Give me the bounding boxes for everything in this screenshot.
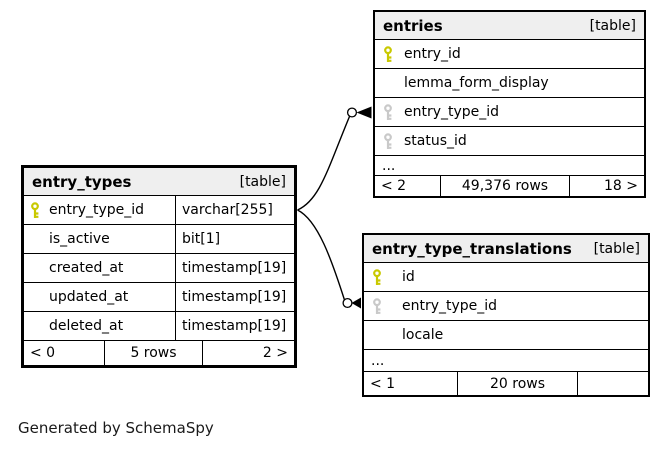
column-name: created_at — [49, 260, 124, 276]
column-name-cell: status_id — [375, 127, 467, 155]
column-name-cell: entry_type_id — [364, 292, 497, 320]
column-name-cell: deleted_at — [24, 312, 175, 340]
table-name[interactable]: entry_type_translations — [372, 239, 572, 258]
column-name: entry_type_id — [402, 298, 498, 314]
related-from-count: < 0 — [30, 345, 56, 361]
table-header: entries [table] — [375, 12, 644, 40]
related-to-count — [578, 372, 648, 395]
related-to-count: 2 > — [262, 345, 288, 361]
column-name-cell: entry_id — [375, 40, 461, 68]
more-columns-ellipsis: ... — [364, 350, 648, 372]
column-name-cell: entry_type_id — [375, 98, 499, 126]
column-row-locale[interactable]: locale — [364, 321, 648, 350]
table-entry-types[interactable]: entry_types [table] entry_type_id varcha… — [21, 165, 297, 368]
column-row-deleted-at[interactable]: deleted_at timestamp[19] — [24, 312, 294, 341]
table-header: entry_types [table] — [24, 168, 294, 196]
column-name: status_id — [404, 133, 467, 149]
column-row-is-active[interactable]: is_active bit[1] — [24, 225, 294, 254]
table-type-badge: [table] — [593, 240, 640, 257]
fk-connector-entries — [297, 106, 372, 211]
column-name-cell: lemma_form_display — [375, 69, 549, 97]
related-to-count: 18 > — [604, 178, 638, 194]
column-name: updated_at — [49, 289, 129, 305]
column-name: is_active — [49, 231, 110, 247]
column-row-entry-id[interactable]: entry_id — [375, 40, 644, 69]
zero-or-one-circle-icon — [346, 107, 358, 118]
more-columns-ellipsis: ... — [375, 156, 644, 176]
column-name: entry_type_id — [404, 104, 500, 120]
column-row-id[interactable]: id — [364, 263, 648, 292]
column-type: timestamp[19] — [175, 254, 294, 282]
table-entry-type-translations[interactable]: entry_type_translations [table] id entry… — [362, 233, 650, 397]
table-footer: < 1 20 rows — [364, 372, 648, 395]
table-footer: < 0 5 rows 2 > — [24, 341, 294, 365]
column-type: timestamp[19] — [175, 283, 294, 311]
row-count: 49,376 rows — [440, 176, 570, 196]
arrowhead-icon — [351, 297, 361, 309]
fk-connector-entry-type-translations — [297, 209, 361, 309]
column-type: timestamp[19] — [175, 312, 294, 340]
column-row-updated-at[interactable]: updated_at timestamp[19] — [24, 283, 294, 312]
column-name-cell: is_active — [24, 225, 175, 253]
column-name-cell: locale — [364, 321, 443, 349]
zero-or-one-circle-icon — [342, 297, 353, 309]
column-name: id — [402, 269, 415, 285]
column-name: entry_id — [404, 46, 461, 62]
primary-key-icon — [383, 45, 399, 63]
column-row-status-id[interactable]: status_id — [375, 127, 644, 156]
foreign-key-icon — [383, 103, 399, 121]
table-entries[interactable]: entries [table] entry_id lemma_form_disp… — [373, 10, 646, 198]
primary-key-icon — [372, 268, 388, 286]
related-from-count: < 1 — [370, 375, 396, 392]
table-type-badge: [table] — [239, 173, 286, 190]
column-type: varchar[255] — [175, 196, 294, 224]
row-count: 5 rows — [104, 341, 203, 365]
table-name[interactable]: entry_types — [32, 172, 132, 191]
related-from-count: < 2 — [381, 178, 407, 194]
column-row-entry-type-id[interactable]: entry_type_id — [364, 292, 648, 321]
column-row-lemma-form-display[interactable]: lemma_form_display — [375, 69, 644, 98]
column-name: entry_type_id — [49, 202, 145, 218]
column-name: lemma_form_display — [404, 75, 549, 91]
foreign-key-icon — [372, 297, 388, 315]
column-row-entry-type-id[interactable]: entry_type_id varchar[255] — [24, 196, 294, 225]
table-name[interactable]: entries — [383, 16, 443, 35]
table-header: entry_type_translations [table] — [364, 235, 648, 263]
column-row-created-at[interactable]: created_at timestamp[19] — [24, 254, 294, 283]
column-name-cell: id — [364, 263, 415, 291]
table-type-badge: [table] — [589, 17, 636, 34]
primary-key-icon — [30, 201, 46, 219]
column-name-cell: updated_at — [24, 283, 175, 311]
arrowhead-icon — [356, 106, 372, 119]
column-name: deleted_at — [49, 318, 124, 334]
column-row-entry-type-id[interactable]: entry_type_id — [375, 98, 644, 127]
table-footer: < 2 49,376 rows 18 > — [375, 176, 644, 196]
row-count: 20 rows — [457, 372, 578, 395]
column-name-cell: created_at — [24, 254, 175, 282]
column-name-cell: entry_type_id — [24, 196, 175, 224]
column-type: bit[1] — [175, 225, 294, 253]
column-name: locale — [402, 327, 444, 343]
foreign-key-icon — [383, 132, 399, 150]
generated-by-note: Generated by SchemaSpy — [18, 419, 214, 437]
